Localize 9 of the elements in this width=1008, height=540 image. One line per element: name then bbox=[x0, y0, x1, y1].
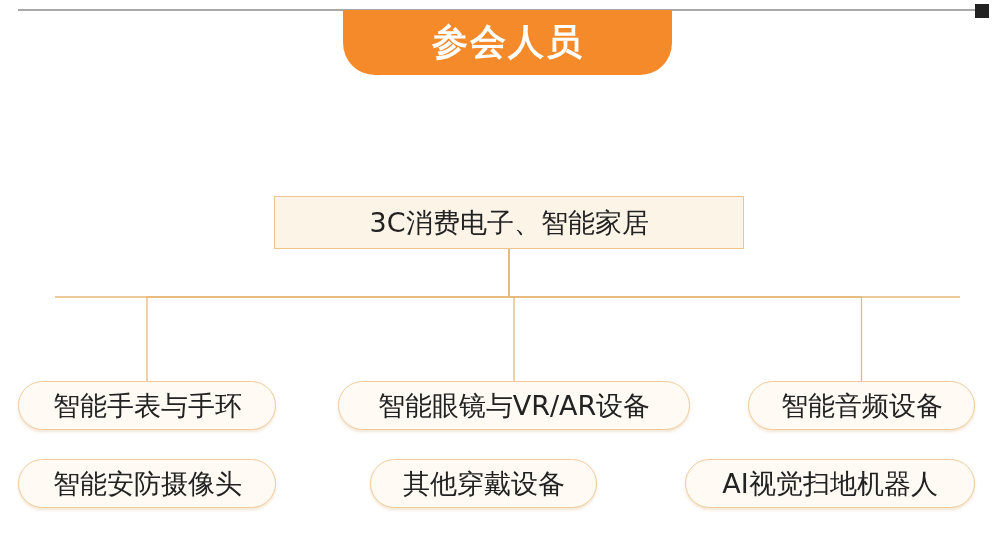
category-box: 3C消费电子、智能家居 bbox=[274, 196, 744, 249]
item-pill: AI视觉扫地机器人 bbox=[685, 459, 975, 508]
item-pill: 智能手表与手环 bbox=[18, 381, 276, 430]
item-pill: 智能眼镜与VR/AR设备 bbox=[338, 381, 690, 430]
item-pill: 其他穿戴设备 bbox=[370, 459, 597, 508]
connector-line bbox=[508, 248, 863, 382]
item-pill: 智能安防摄像头 bbox=[18, 459, 276, 508]
title: 参会人员 bbox=[431, 20, 584, 64]
item-pill: 智能音频设备 bbox=[748, 381, 975, 430]
